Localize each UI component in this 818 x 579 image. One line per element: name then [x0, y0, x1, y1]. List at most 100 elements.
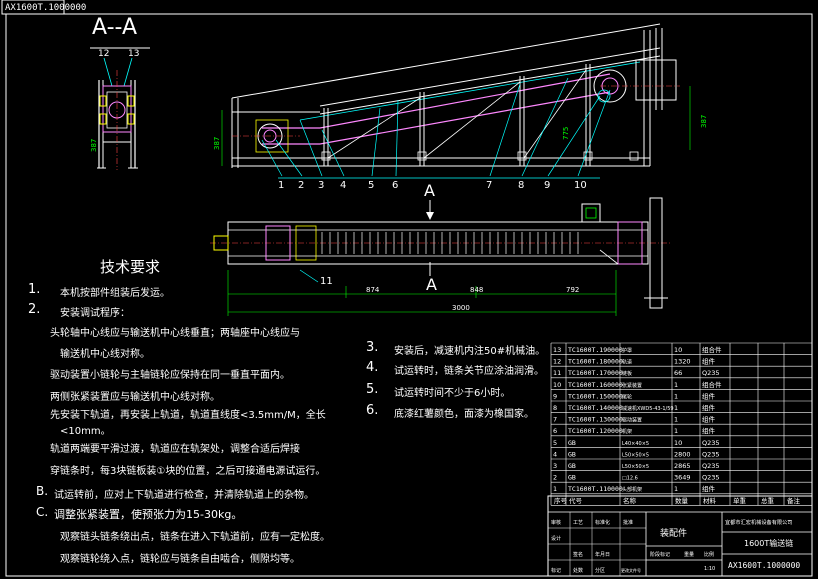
- bom-cell-code: TC1600T.170000: [568, 369, 623, 377]
- bom-cell-qty: 10: [674, 439, 682, 447]
- code-stamp-text: AX1600T.1000000: [5, 3, 86, 13]
- bom-cell-mat: 组件: [702, 426, 716, 435]
- bom-cell-seq: 11: [553, 369, 561, 377]
- bom-cell-seq: 10: [553, 381, 561, 389]
- tb-label-zone: 分区: [595, 567, 605, 574]
- code-stamp: AX1600T.1000000: [1, 0, 86, 15]
- bom-cell-seq: 5: [553, 439, 557, 447]
- bom-header-w1: 单重: [733, 496, 747, 505]
- bom-cell-seq: 7: [553, 416, 557, 424]
- req-text-5b: 试运转时间不少于6小时。: [394, 388, 511, 399]
- bom-cell-qty: 1: [674, 416, 678, 424]
- tb-sign-process: 工艺: [573, 520, 583, 526]
- dim-plan-total: 3000: [452, 304, 470, 312]
- title-block: 装配件 宜都市汇宏机械设备有限公司 1600T输送链 AX1600T.10000…: [547, 495, 813, 577]
- bom-cell-qty: 1: [674, 427, 678, 435]
- bom-cell-qty: 10: [674, 346, 682, 354]
- bom-cell-qty: 3649: [674, 474, 691, 482]
- callout-6: 6: [392, 180, 398, 191]
- req-text-b: 试运转前，应对上下轨道进行检查，并清除轨道上的杂物。: [54, 490, 314, 501]
- bom-cell-code: GB: [568, 462, 576, 470]
- bom-cell-seq: 1: [553, 485, 557, 493]
- req-num-c: C.: [36, 505, 49, 519]
- bom-cell-mat: Q235: [702, 450, 720, 458]
- bom-cell-qty: 2865: [674, 462, 691, 470]
- req-text-14: 观察链轮绕入点，链轮应与链条自由啮合，侧隙均等。: [60, 554, 300, 565]
- callout-10: 10: [574, 180, 587, 191]
- bom-cell-name: 机架: [622, 428, 632, 435]
- dim-mid: 775: [562, 127, 570, 140]
- svg-text:A: A: [426, 275, 437, 294]
- title-scale: 1:10: [704, 566, 715, 572]
- bom-cell-code: GB: [568, 450, 576, 458]
- bom-header-code: 代号: [569, 496, 583, 505]
- callout-7: 7: [486, 180, 492, 191]
- req-text-c: 调整张紧装置，使预张力为15-30kg。: [54, 508, 243, 521]
- tb-sign-review: 审核: [551, 519, 561, 526]
- callout-5: 5: [368, 180, 374, 191]
- bom-cell-seq: 8: [553, 404, 557, 412]
- tb-sign-approve: 批准: [623, 519, 633, 526]
- section-view-a-a: A--A 12 13: [90, 15, 150, 170]
- bom-header-seq: 序号: [554, 496, 568, 505]
- bom-cell-qty: 2800: [674, 450, 691, 458]
- section-marker-top: A: [424, 181, 435, 220]
- bom-cell-qty: 1: [674, 381, 678, 389]
- bom-cell-mat: 组件: [702, 403, 716, 412]
- bom-cell-mat: 组件: [702, 357, 716, 366]
- bom-cell-seq: 9: [553, 392, 557, 400]
- title-ratio-label: 比例: [704, 551, 714, 558]
- bom-header-note: 备注: [787, 496, 801, 505]
- title-weight-label: 重量: [684, 551, 694, 558]
- tb-label-mark: 标记: [551, 567, 561, 574]
- bom-cell-mat: Q235: [702, 369, 720, 377]
- bom-cell-name: 尾轮: [622, 393, 632, 400]
- bom-cell-qty: 1: [674, 485, 678, 493]
- dim-plan-2: 848: [470, 286, 483, 294]
- bom-cell-mat: Q235: [702, 474, 720, 482]
- callout-9: 9: [544, 180, 550, 191]
- dim-right: 387: [700, 115, 708, 128]
- requirements-title: 技术要求: [100, 258, 161, 276]
- title-company: 宜都市汇宏机械设备有限公司: [725, 518, 792, 526]
- drawing-frame: [5, 13, 813, 577]
- bom-cell-seq: 3: [553, 462, 557, 470]
- bom-cell-qty: 1320: [674, 358, 691, 366]
- req-num-1: 1.: [28, 282, 41, 297]
- req-text-6: 两侧张紧装置应与输送机中心线对称。: [50, 392, 220, 403]
- callout-1: 1: [278, 180, 284, 191]
- bom-cell-name: 护罩: [622, 347, 632, 354]
- req-text-6b: 底漆红薯颜色，面漆为橡国家。: [394, 409, 534, 420]
- bom-header-name: 名称: [623, 496, 637, 505]
- tb-label-sign: 签名: [573, 551, 583, 558]
- bom-cell-name: 张紧装置: [622, 382, 642, 389]
- title-assembly: 装配件: [660, 527, 687, 539]
- bom-cell-name: 轨道: [622, 359, 632, 366]
- bom-cell-code: TC1600T.190000: [568, 346, 623, 354]
- bom-cell-name: 驱动装置: [622, 417, 642, 424]
- bom-cell-mat: 组合件: [702, 380, 722, 389]
- callout-3: 3: [318, 180, 324, 191]
- bom-cell-mat: 组件: [702, 391, 716, 400]
- req-text-8: <10mm。: [60, 426, 111, 437]
- bom-cell-seq: 13: [553, 346, 561, 354]
- bom-cell-name: L50×50×5: [622, 452, 649, 458]
- callout-2: 2: [298, 180, 304, 191]
- plan-view: 11 874 848 792 3000: [210, 197, 672, 316]
- req-num-3: 3.: [366, 340, 379, 355]
- section-marker-bottom: A: [426, 262, 437, 294]
- req-num-4: 4.: [366, 360, 379, 375]
- bom-cell-name: 头部机架: [622, 486, 642, 493]
- bom-header-mat: 材料: [703, 496, 717, 505]
- bom-cell-seq: 2: [553, 474, 557, 482]
- req-text-1: 本机按部件组装后发运。: [60, 288, 170, 299]
- callout-8: 8: [518, 180, 524, 191]
- req-text-10: 穿链条时，每3块链板装①块的位置，之后可接通电源试运行。: [50, 466, 326, 477]
- svg-text:A: A: [424, 181, 435, 200]
- bom-cell-mat: 组件: [702, 484, 716, 493]
- elevation-view: 387 387 775 387 1 2 3 4 5 6 7 8 9 10: [90, 23, 708, 191]
- bom-cell-mat: Q235: [702, 439, 720, 447]
- title-stage-label: 阶段标记: [650, 551, 670, 558]
- bom-header-w2: 总重: [761, 496, 775, 505]
- req-num-6: 6.: [366, 403, 379, 418]
